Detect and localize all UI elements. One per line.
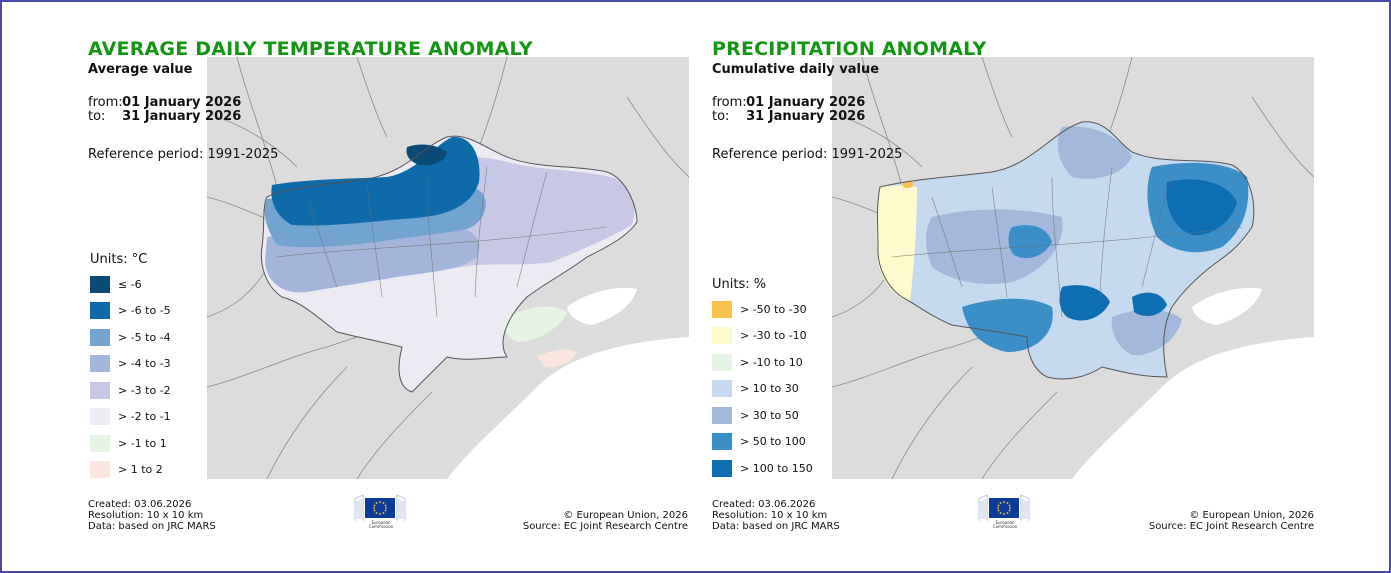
temperature-map-svg bbox=[207, 57, 689, 479]
legend-item: > -4 to -3 bbox=[90, 351, 171, 378]
metadata-block: Created: 03.06.2026 Resolution: 10 x 10 … bbox=[88, 499, 216, 532]
legend-item: > -10 to 10 bbox=[712, 349, 813, 376]
legend-item: > -5 to -4 bbox=[90, 324, 171, 351]
eu-commission-logo: European Commission bbox=[977, 491, 1031, 531]
legend-swatch bbox=[90, 355, 110, 373]
date-range: from: 01 January 2026 to: 31 January 202… bbox=[712, 96, 865, 124]
legend-label: > -3 to -2 bbox=[118, 383, 171, 397]
metadata-block: Created: 03.06.2026 Resolution: 10 x 10 … bbox=[712, 499, 840, 532]
legend-item: > -3 to -2 bbox=[90, 377, 171, 404]
legend-label: > -5 to -4 bbox=[118, 330, 171, 344]
map-subtitle: Cumulative daily value bbox=[712, 62, 880, 77]
eu-flag-icon bbox=[365, 498, 395, 518]
to-label: to: bbox=[88, 109, 106, 124]
legend-label: > -50 to -30 bbox=[740, 302, 807, 316]
legend-swatch bbox=[712, 327, 732, 345]
legend-item: > 10 to 30 bbox=[712, 376, 813, 403]
from-label: from: bbox=[88, 95, 123, 110]
source-credit: Source: EC Joint Research Centre bbox=[522, 521, 688, 532]
map-title: AVERAGE DAILY TEMPERATURE ANOMALY bbox=[88, 38, 533, 60]
from-label: from: bbox=[712, 95, 747, 110]
source-credit: Source: EC Joint Research Centre bbox=[1148, 521, 1314, 532]
resolution: Resolution: 10 x 10 km bbox=[88, 510, 204, 521]
credits-block: © European Union, 2026 Source: EC Joint … bbox=[523, 510, 688, 532]
legend-swatch bbox=[712, 353, 732, 371]
created-date: Created: 03.06.2026 bbox=[712, 499, 816, 510]
precipitation-map bbox=[832, 57, 1314, 479]
copyright: © European Union, 2026 bbox=[1189, 510, 1314, 521]
date-range: from: 01 January 2026 to: 31 January 202… bbox=[88, 96, 241, 124]
legend-swatch bbox=[90, 461, 110, 479]
reference-period: Reference period: 1991-2025 bbox=[88, 147, 279, 162]
legend-item: > 100 to 150 bbox=[712, 455, 813, 482]
legend-label: > 30 to 50 bbox=[740, 408, 799, 422]
from-date: 01 January 2026 bbox=[746, 95, 866, 110]
reference-period: Reference period: 1991-2025 bbox=[712, 147, 903, 162]
legend-units: Units: % bbox=[712, 277, 767, 292]
temperature-panel: AVERAGE DAILY TEMPERATURE ANOMALY Averag… bbox=[2, 2, 689, 571]
legend-item: > -30 to -10 bbox=[712, 323, 813, 350]
legend-swatch bbox=[90, 381, 110, 399]
resolution: Resolution: 10 x 10 km bbox=[712, 510, 828, 521]
precipitation-panel: PRECIPITATION ANOMALY Cumulative daily v… bbox=[626, 2, 1314, 571]
legend-label: > -30 to -10 bbox=[740, 329, 807, 343]
legend-label: ≤ -6 bbox=[118, 277, 142, 291]
eu-commission-logo: European Commission bbox=[353, 491, 407, 531]
legend-units: Units: °C bbox=[90, 252, 148, 267]
legend-item: > -2 to -1 bbox=[90, 404, 171, 431]
from-date: 01 January 2026 bbox=[122, 95, 242, 110]
data-source: Data: based on JRC MARS bbox=[712, 521, 840, 532]
created-date: Created: 03.06.2026 bbox=[88, 499, 192, 510]
map-title: PRECIPITATION ANOMALY bbox=[712, 38, 987, 60]
legend-label: > 100 to 150 bbox=[740, 461, 813, 475]
legend-item: ≤ -6 bbox=[90, 271, 171, 298]
legend-item: > 1 to 2 bbox=[90, 457, 171, 484]
legend-swatch bbox=[90, 408, 110, 426]
legend-item: > -1 to 1 bbox=[90, 430, 171, 457]
legend-label: > 50 to 100 bbox=[740, 435, 806, 449]
eu-flag-icon bbox=[989, 498, 1019, 518]
legend-swatch bbox=[90, 434, 110, 452]
legend-item: > 50 to 100 bbox=[712, 429, 813, 456]
logo-caption: European Commission bbox=[368, 520, 394, 529]
legend-label: > -4 to -3 bbox=[118, 357, 171, 371]
legend-item: > -50 to -30 bbox=[712, 296, 813, 323]
map-subtitle: Average value bbox=[88, 62, 193, 77]
legend-swatch bbox=[90, 328, 110, 346]
legend-swatch bbox=[712, 459, 732, 477]
building-icon bbox=[978, 494, 1030, 521]
legend-swatch bbox=[712, 406, 732, 424]
legend-item: > 30 to 50 bbox=[712, 402, 813, 429]
legend-label: > -10 to 10 bbox=[740, 355, 803, 369]
temperature-legend: Units: °C ≤ -6 > -6 to -5 > -5 to -4 > -4 t… bbox=[90, 252, 171, 483]
legend-label: > 10 to 30 bbox=[740, 382, 799, 396]
legend-swatch bbox=[90, 302, 110, 320]
to-date: 31 January 2026 bbox=[746, 109, 866, 124]
legend-label: > -2 to -1 bbox=[118, 410, 171, 424]
to-label: to: bbox=[712, 109, 730, 124]
precipitation-legend: Units: % > -50 to -30 > -30 to -10 > -10 t… bbox=[712, 277, 813, 482]
data-source: Data: based on JRC MARS bbox=[88, 521, 216, 532]
legend-label: > 1 to 2 bbox=[118, 463, 163, 477]
legend-item: > -6 to -5 bbox=[90, 298, 171, 325]
legend-label: > -1 to 1 bbox=[118, 436, 167, 450]
copyright: © European Union, 2026 bbox=[563, 510, 688, 521]
legend-swatch bbox=[712, 380, 732, 398]
to-date: 31 January 2026 bbox=[122, 109, 242, 124]
building-icon bbox=[354, 494, 406, 521]
legend-swatch bbox=[90, 275, 110, 293]
credits-block: © European Union, 2026 Source: EC Joint … bbox=[1149, 510, 1314, 532]
legend-swatch bbox=[712, 300, 732, 318]
legend-label: > -6 to -5 bbox=[118, 304, 171, 318]
temperature-map bbox=[207, 57, 689, 479]
precipitation-map-svg bbox=[832, 57, 1314, 479]
logo-caption: European Commission bbox=[992, 520, 1018, 529]
legend-swatch bbox=[712, 433, 732, 451]
